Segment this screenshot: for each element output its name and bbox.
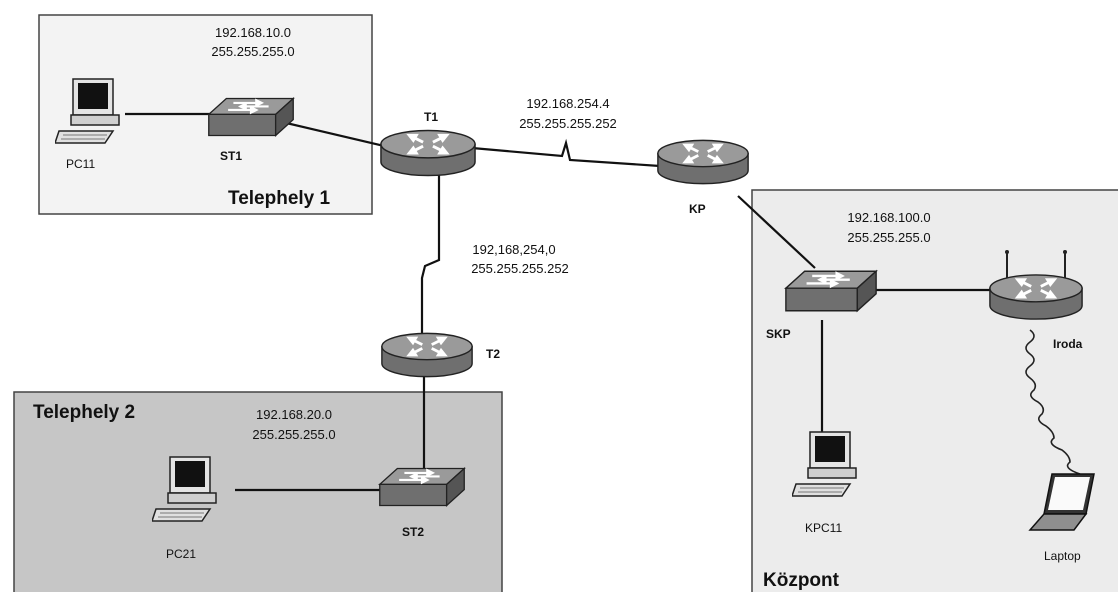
label-iroda: Iroda [1053, 337, 1083, 351]
switch-st1-icon[interactable] [207, 97, 295, 137]
label-pc11: PC11 [66, 157, 95, 171]
label-kpc11: KPC11 [805, 521, 842, 535]
link-st1-t1 [281, 120, 385, 148]
wireless-link-iroda-laptop [1025, 329, 1081, 475]
t1-lan-address: 192.168.10.0 [215, 25, 291, 40]
label-t1: T1 [424, 110, 438, 124]
kp-lan-address: 192.168.100.0 [847, 210, 930, 225]
label-laptop: Laptop [1044, 549, 1081, 563]
link-kp-skp [737, 195, 816, 269]
t1-lan-mask: 255.255.255.0 [211, 44, 294, 59]
kp-lan-mask: 255.255.255.0 [847, 230, 930, 245]
label-skp: SKP [766, 327, 791, 341]
label-st1: ST1 [220, 149, 242, 163]
zone-telephely-2-label: Telephely 2 [33, 402, 135, 423]
label-t2: T2 [486, 347, 500, 361]
link-t1-t2-serial [420, 175, 441, 340]
router-kp-icon[interactable] [656, 138, 750, 186]
label-kp: KP [689, 202, 706, 216]
wan-t1-kp-address: 192.168.254.4 [526, 96, 609, 111]
switch-st2-icon[interactable] [378, 467, 466, 507]
router-t2-icon[interactable] [380, 331, 474, 379]
t2-lan-address: 192.168.20.0 [256, 407, 332, 422]
router-iroda-icon[interactable] [988, 250, 1084, 321]
wan-t1-t2-mask: 255.255.255.252 [471, 261, 569, 276]
router-t1-icon[interactable] [379, 128, 477, 178]
t2-lan-mask: 255.255.255.0 [252, 427, 335, 442]
label-pc21: PC21 [166, 547, 196, 561]
label-st2: ST2 [402, 525, 424, 539]
wan-t1-t2-address: 192,168,254,0 [472, 242, 555, 257]
zone-telephely-1-label: Telephely 1 [228, 188, 331, 209]
switch-skp-icon[interactable] [784, 270, 878, 312]
link-t1-kp-serial [471, 138, 661, 168]
zone-kozpont-label: Központ [763, 570, 840, 591]
wan-t1-kp-mask: 255.255.255.252 [519, 116, 617, 131]
